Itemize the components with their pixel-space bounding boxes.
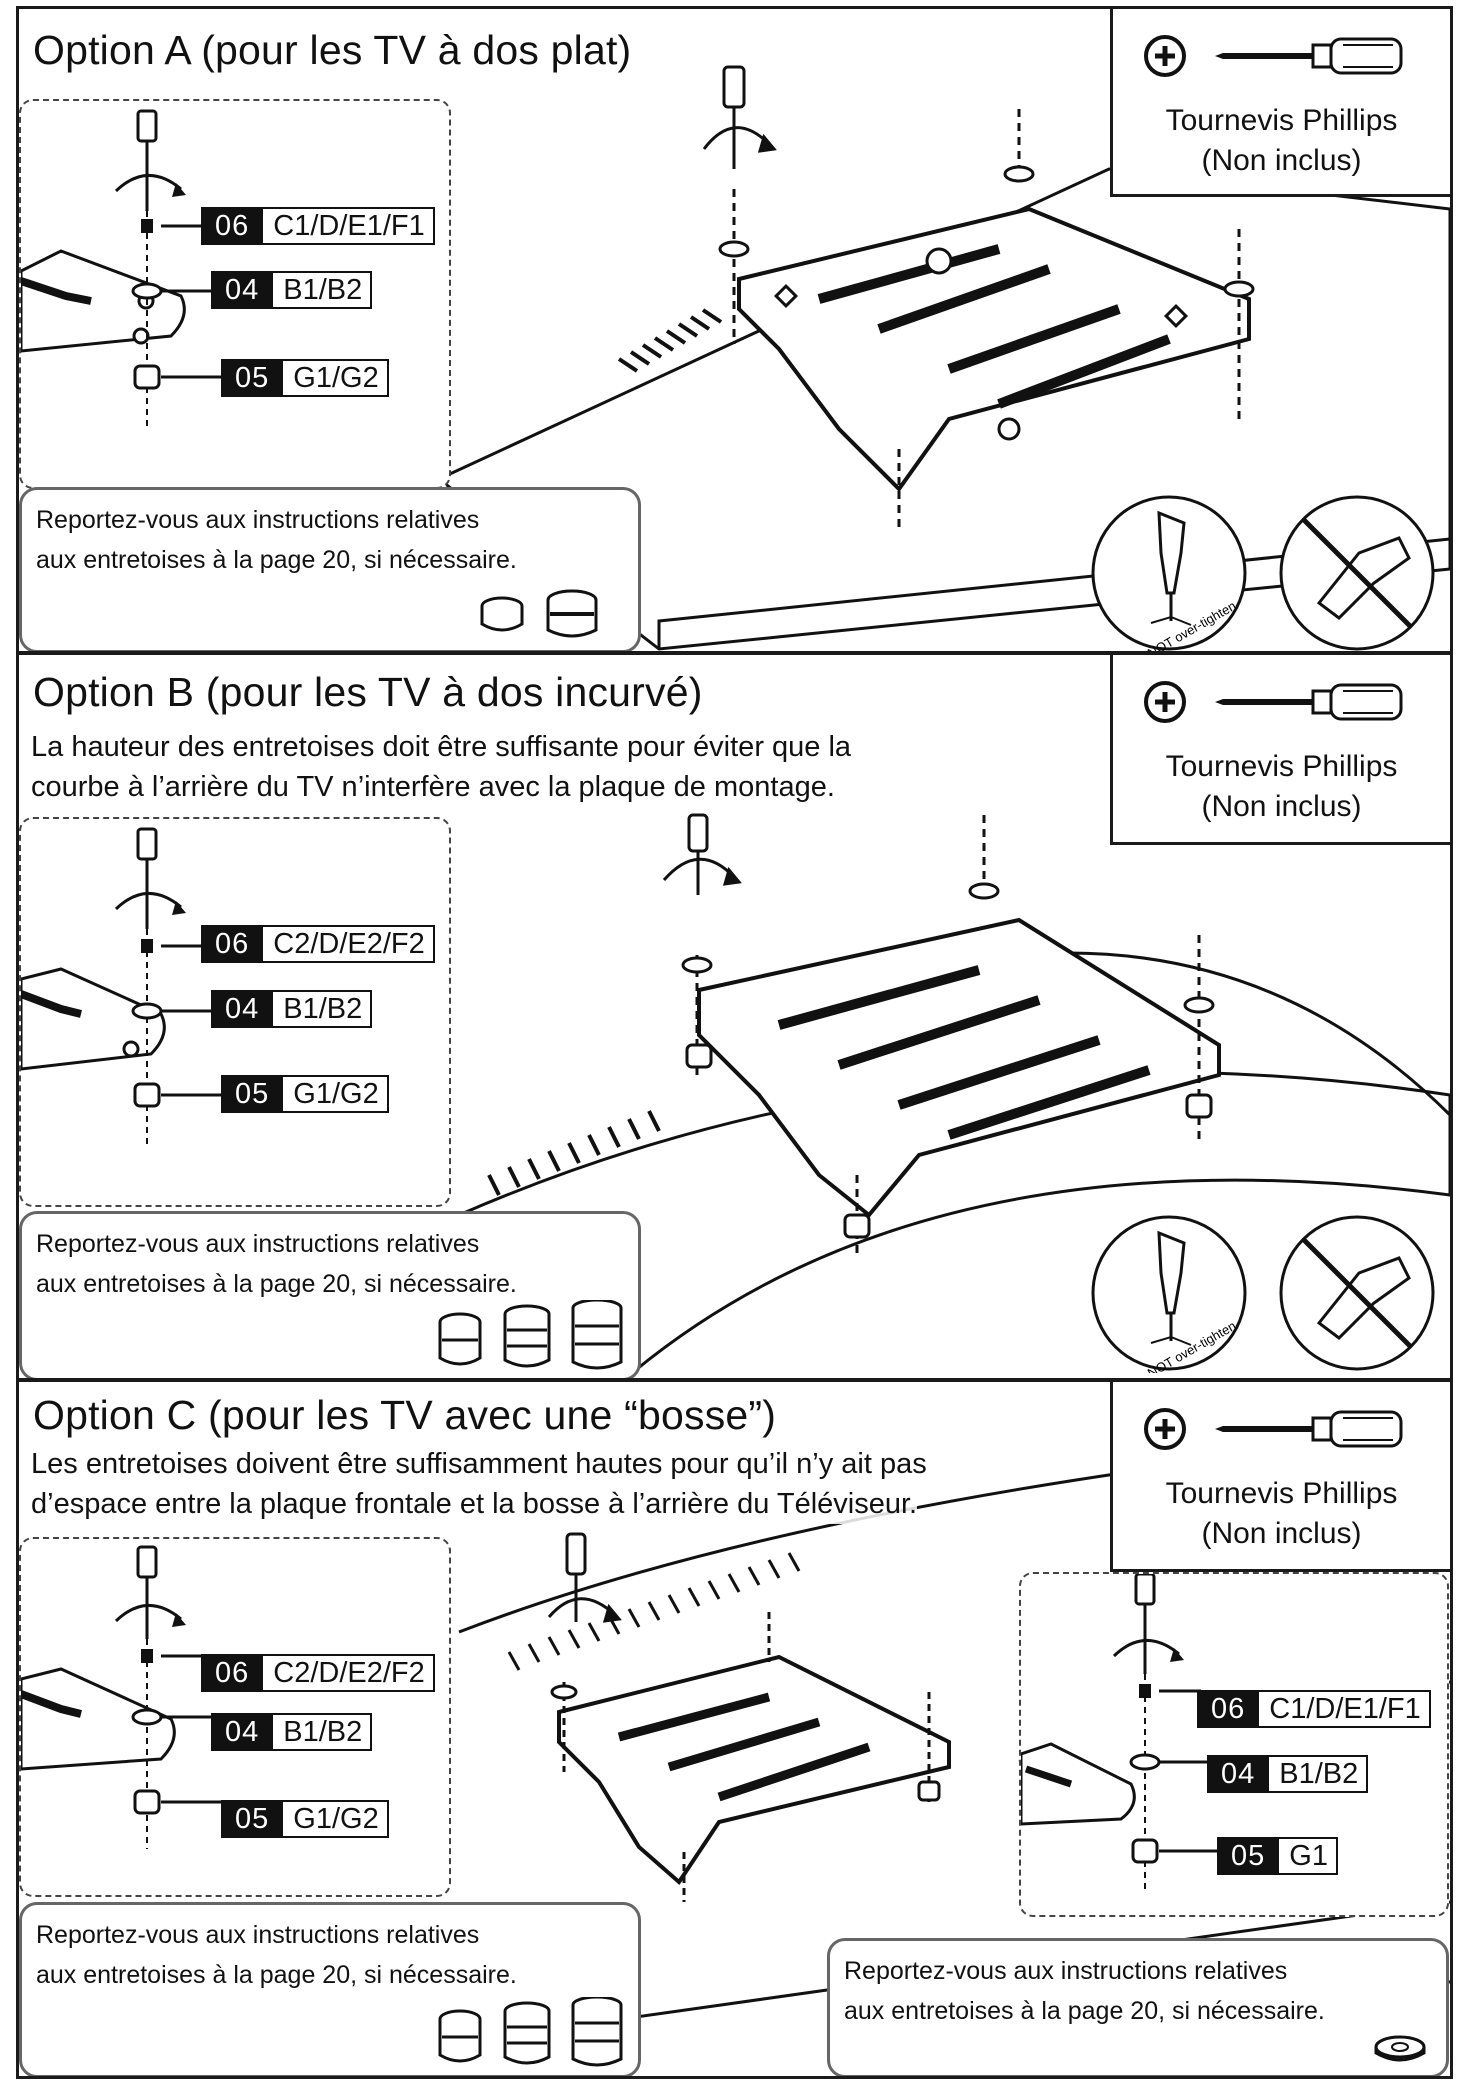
option-c-reference-note-left: Reportez-vous aux instructions relatives… <box>19 1902 641 2076</box>
option-a-reference-note: Reportez-vous aux instructions relatives… <box>19 487 641 651</box>
option-a-tag-06: 06 C1/D/E1/F1 <box>201 207 435 245</box>
option-c-section: Option C (pour les TV avec une “bosse”) … <box>16 1379 1453 2079</box>
tool-note: (Non inclus) <box>1201 790 1362 823</box>
tool-box: Tournevis Phillips (Non inclus) <box>1110 9 1450 197</box>
spacer-icons <box>438 1300 623 1370</box>
spacer-icons <box>438 1997 623 2067</box>
option-a-section: Option A (pour les TV à dos plat) Tourne… <box>16 6 1453 654</box>
tool-box: Tournevis Phillips (Non inclus) <box>1110 1382 1450 1572</box>
tool-name: Tournevis Phillips <box>1165 750 1398 783</box>
option-b-description-line1: La hauteur des entretoises doit être suf… <box>31 727 852 767</box>
option-a-tag-04: 04 B1/B2 <box>211 271 373 309</box>
option-c-tag-04: 04 B1/B2 <box>211 1713 373 1751</box>
option-b-description-line2: courbe à l’arrière du TV n’interfère ave… <box>31 767 835 807</box>
option-b-reference-note: Reportez-vous aux instructions relatives… <box>19 1211 641 1378</box>
option-c-right-tag-06: 06 C1/D/E1/F1 <box>1197 1690 1431 1728</box>
screw-stack-illustration <box>21 827 221 1149</box>
option-b-tag-05: 05 G1/G2 <box>221 1075 389 1113</box>
tool-note: (Non inclus) <box>1201 144 1362 177</box>
tool-note: (Non inclus) <box>1201 1517 1362 1550</box>
do-not-overtighten-warning: DO NOT over-tighten <box>1091 1215 1435 1373</box>
option-c-right-tag-04: 04 B1/B2 <box>1207 1755 1369 1793</box>
option-b-title: Option B (pour les TV à dos incurvé) <box>33 669 711 716</box>
tool-name: Tournevis Phillips <box>1165 1477 1398 1510</box>
option-c-description-line1: Les entretoises doivent être suffisammen… <box>31 1444 927 1484</box>
screw-stack-illustration <box>21 109 221 431</box>
screwdriver-icon <box>1144 35 1403 77</box>
tool-name: Tournevis Phillips <box>1165 104 1398 137</box>
option-b-section: Option B (pour les TV à dos incurvé) La … <box>16 652 1453 1381</box>
option-c-title: Option C (pour les TV avec une “bosse”) <box>33 1392 785 1439</box>
screw-stack-illustration <box>1021 1574 1221 1894</box>
option-a-title: Option A (pour les TV à dos plat) <box>33 27 640 74</box>
option-c-description-line2: d’espace entre la plaque frontale et la … <box>31 1484 918 1524</box>
tool-box: Tournevis Phillips (Non inclus) <box>1110 655 1450 845</box>
option-c-reference-note-right: Reportez-vous aux instructions relatives… <box>827 1938 1449 2076</box>
option-b-tv-illustration <box>457 813 1450 1378</box>
screwdriver-icon <box>1144 681 1403 723</box>
option-b-tag-04: 04 B1/B2 <box>211 990 373 1028</box>
option-c-tag-06: 06 C2/D/E2/F2 <box>201 1654 435 1692</box>
option-a-tag-05: 05 G1/G2 <box>221 359 389 397</box>
screwdriver-icon <box>1144 1408 1403 1450</box>
washer-icon <box>1374 2035 1426 2062</box>
spacer-icons <box>480 589 598 638</box>
option-b-tag-06: 06 C2/D/E2/F2 <box>201 925 435 963</box>
screw-stack-illustration <box>21 1545 221 1849</box>
option-c-right-tag-05: 05 G1 <box>1217 1837 1338 1875</box>
option-c-tag-05: 05 G1/G2 <box>221 1800 389 1838</box>
do-not-overtighten-warning: DO NOT over-tighten <box>1091 495 1435 651</box>
